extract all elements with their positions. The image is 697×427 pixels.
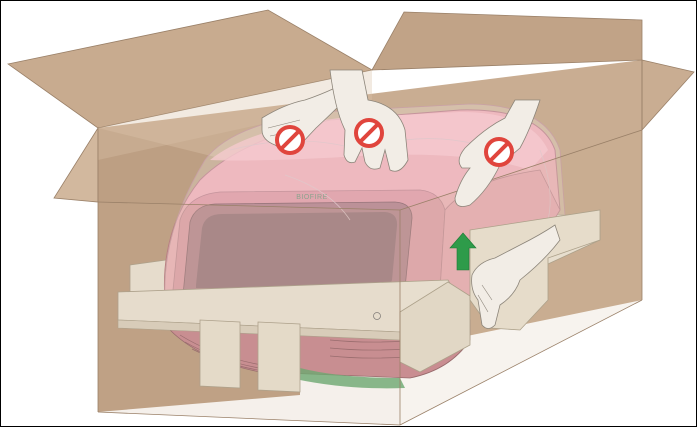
box-front-wall (98, 202, 400, 425)
box-flap-right (642, 60, 694, 130)
box-flap-left (54, 128, 98, 202)
prohibited-icon (486, 139, 512, 165)
box-flap-back-right (372, 12, 642, 70)
prohibited-icon (356, 120, 382, 146)
prohibited-icon (277, 127, 303, 153)
